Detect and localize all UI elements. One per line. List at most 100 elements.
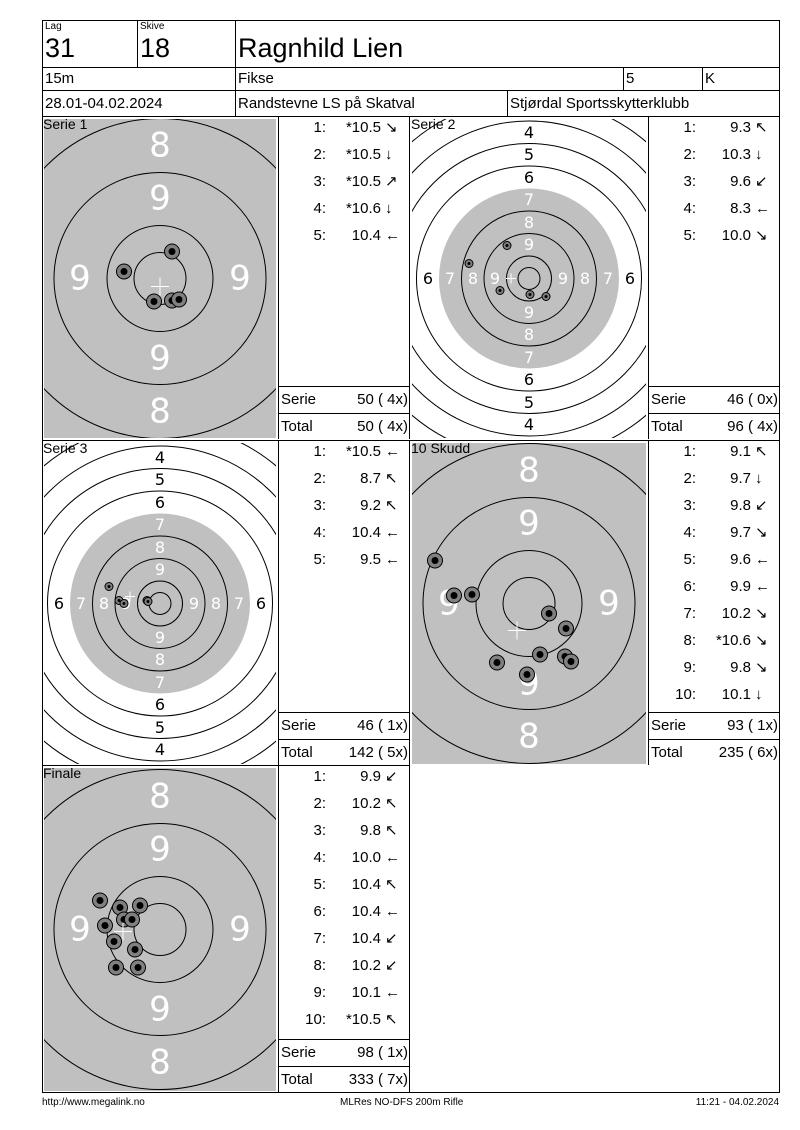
skive-value: 18 xyxy=(140,33,171,63)
shot-hole xyxy=(104,582,114,591)
ring xyxy=(133,903,187,956)
shot-direction-arrow-icon: ↘ xyxy=(385,119,398,136)
shot-score: 10.4 xyxy=(351,227,381,244)
ring xyxy=(92,535,228,672)
shot-score: 10.0 xyxy=(721,227,751,244)
ring-number: 6 xyxy=(524,370,534,389)
ring-number: 8 xyxy=(155,538,165,557)
shot-hole xyxy=(112,899,128,916)
shot-row: 7:10.2↘ xyxy=(649,604,781,624)
shot-number: 4: xyxy=(683,524,696,541)
group-center-cross-icon xyxy=(508,621,526,640)
target-black-area xyxy=(70,513,250,694)
ring-number: 8 xyxy=(518,717,540,757)
shot-score: 9.7 xyxy=(730,524,751,541)
shot-number: 4: xyxy=(683,200,696,217)
shot-direction-arrow-icon: ← xyxy=(755,578,770,595)
ring-number: 6 xyxy=(524,168,534,187)
shot-row: 3:9.6↙ xyxy=(649,172,781,192)
shot-direction-arrow-icon: ↖ xyxy=(385,1011,398,1028)
shot-hole xyxy=(541,605,557,622)
serie-label: Serie xyxy=(281,391,317,408)
ring xyxy=(475,550,583,657)
shot-number: 4: xyxy=(313,524,326,541)
ring xyxy=(461,210,597,347)
shot-score: *10.6 xyxy=(345,200,381,217)
ring-number: 8 xyxy=(155,650,165,669)
shot-direction-arrow-icon: ← xyxy=(385,984,400,1001)
shot-score: 10.2 xyxy=(351,795,381,812)
ring-number: 8 xyxy=(149,1043,171,1083)
event-dates: 28.01-04.02.2024 xyxy=(42,90,236,117)
series-title: Serie 2 xyxy=(411,116,456,132)
shot-score: *10.6 xyxy=(715,632,751,649)
shot-score: 10.0 xyxy=(351,849,381,866)
shot-direction-arrow-icon: ↘ xyxy=(755,632,768,649)
serie-score: 93 ( 1x) xyxy=(727,717,778,734)
shot-direction-arrow-icon: ↙ xyxy=(755,173,768,190)
shot-score: 9.6 xyxy=(730,551,751,568)
serie-score: 46 ( 1x) xyxy=(357,717,408,734)
serie-label: Serie xyxy=(651,391,687,408)
shot-row: 1:*10.5← xyxy=(279,442,411,462)
ring-number: 7 xyxy=(603,269,613,288)
series-title: Serie 1 xyxy=(43,116,88,132)
shot-number: 6: xyxy=(683,578,696,595)
shot-row: 8:10.2↙ xyxy=(279,956,411,976)
serie-label: Serie xyxy=(281,1044,317,1061)
ring xyxy=(416,165,642,392)
ring-number: 9 xyxy=(524,303,534,322)
ring-number: 9 xyxy=(490,269,500,288)
shot-direction-arrow-icon: ↘ xyxy=(755,524,768,541)
shot-number: 8: xyxy=(683,632,696,649)
shot-row: 3:9.8↖ xyxy=(279,821,411,841)
shot-row: 4:8.3← xyxy=(649,199,781,219)
shot-row: 1:9.1↖ xyxy=(649,442,781,462)
distance: 15m xyxy=(42,67,236,91)
shot-number: 2: xyxy=(313,795,326,812)
shot-number: 1: xyxy=(313,443,326,460)
ring-number: 6 xyxy=(625,269,635,288)
shot-number: 1: xyxy=(683,119,696,136)
shot-score: 8.7 xyxy=(360,470,381,487)
event-name: Randstevne LS på Skatval xyxy=(235,90,508,117)
ring-number: 8 xyxy=(580,269,590,288)
shot-score: 10.1 xyxy=(351,984,381,1001)
ring-number: 8 xyxy=(211,594,221,613)
shot-hole xyxy=(427,552,443,569)
shot-row: 4:*10.6↓ xyxy=(279,199,411,219)
shot-score: *10.5 xyxy=(345,146,381,163)
ring-number: 5 xyxy=(524,393,534,412)
ring xyxy=(53,172,267,385)
shot-hole xyxy=(116,263,132,280)
ring-number: 9 xyxy=(149,179,171,219)
shot-number: 3: xyxy=(683,497,696,514)
shot-hole xyxy=(502,241,512,250)
ring xyxy=(53,823,267,1036)
total-score: 142 ( 5x) xyxy=(348,744,408,761)
shot-number: 3: xyxy=(313,173,326,190)
skive-cell: Skive 18 xyxy=(137,20,236,68)
shot-hole xyxy=(519,666,535,683)
footer-url: http://www.megalink.no xyxy=(42,1097,145,1108)
discipline: Fikse xyxy=(235,67,624,91)
ring-number: 7 xyxy=(155,673,165,692)
shot-direction-arrow-icon: ↖ xyxy=(755,443,768,460)
shot-hole xyxy=(130,959,146,976)
shot-score: *10.5 xyxy=(345,443,381,460)
ring-number: 7 xyxy=(76,594,86,613)
shot-direction-arrow-icon: ↙ xyxy=(385,930,398,947)
shot-number: 8: xyxy=(313,957,326,974)
shot-number: 2: xyxy=(683,470,696,487)
lag-value: 31 xyxy=(45,33,76,63)
shot-row: 3:9.2↖ xyxy=(279,496,411,516)
footer-software: MLRes NO-DFS 200m Rifle xyxy=(340,1097,464,1108)
shot-row: 6:10.4← xyxy=(279,902,411,922)
ring xyxy=(44,468,276,739)
shot-direction-arrow-icon: ↘ xyxy=(755,659,768,676)
